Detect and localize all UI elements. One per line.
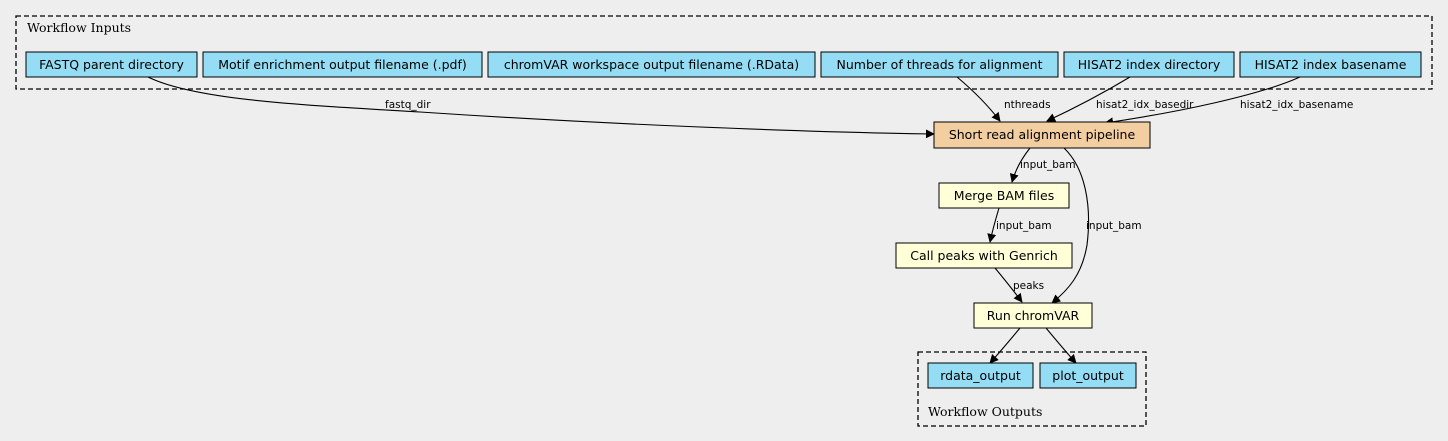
inputs-cluster-label: Workflow Inputs [27,20,131,35]
edge-chromvar-plot-output [1045,327,1077,364]
workflow-outputs-cluster: Workflow Outputs [917,351,1147,427]
input-label-hisat2-idx-basename: HISAT2 index basename [1255,57,1407,72]
output-label-plot-output: plot_output [1052,368,1124,383]
step-node-peaks[interactable]: Call peaks with Genrich [895,242,1073,269]
edge-merge-peaks: input_bam [987,207,1052,243]
edge-nthreads: nthreads [956,76,1051,122]
edge-hisat2-idx-basename: hisat2_idx_basename [1104,76,1353,127]
edge-align-merge: input_bam [1009,147,1076,183]
input-label-fastq-dir: FASTQ parent directory [39,57,184,72]
input-label-hisat2-idx-basedir: HISAT2 index directory [1078,57,1221,72]
edge-label-align-chromvar: input_bam [1086,220,1142,232]
step-node-merge[interactable]: Merge BAM files [938,182,1070,209]
input-node-plot-filename[interactable]: Motif enrichment output filename (.pdf) [202,51,483,78]
step-node-align[interactable]: Short read alignment pipeline [933,121,1151,149]
output-label-rdata-output: rdata_output [940,368,1021,383]
edge-label-align-merge: input_bam [1020,159,1076,171]
input-label-rdata-filename: chromVAR workspace output filename (.RDa… [504,57,799,72]
input-node-nthreads[interactable]: Number of threads for alignment [820,51,1059,78]
input-label-nthreads: Number of threads for alignment [837,57,1043,72]
input-node-fastq-dir[interactable]: FASTQ parent directory [25,51,198,78]
input-node-rdata-filename[interactable]: chromVAR workspace output filename (.RDa… [487,51,816,78]
output-node-rdata-output[interactable]: rdata_output [927,362,1034,389]
edge-label-fastq-dir: fastq_dir [385,99,431,111]
workflow-inputs-cluster: Workflow Inputs [15,15,1433,90]
edge-label-hisat2-idx-basename: hisat2_idx_basename [1240,99,1353,111]
step-label-align: Short read alignment pipeline [949,127,1136,142]
step-label-peaks: Call peaks with Genrich [910,248,1058,263]
inputs-cluster-border [15,15,1433,90]
edge-peaks-chromvar: peaks [994,267,1044,303]
output-node-plot-output[interactable]: plot_output [1039,362,1137,389]
edge-hisat2-idx-basedir: hisat2_idx_basedir [1046,76,1194,122]
outputs-cluster-border [917,351,1147,427]
step-label-chromvar: Run chromVAR [987,308,1080,323]
edge-label-nthreads: nthreads [1004,99,1051,111]
input-node-hisat2-idx-basename[interactable]: HISAT2 index basename [1239,51,1422,78]
edge-label-merge-peaks: input_bam [996,220,1052,232]
input-node-hisat2-idx-basedir[interactable]: HISAT2 index directory [1063,51,1235,78]
edge-chromvar-rdata-output [989,327,1021,364]
step-node-chromvar[interactable]: Run chromVAR [973,302,1093,329]
edge-fastq-dir: fastq_dir [147,76,935,139]
step-label-merge: Merge BAM files [954,188,1054,203]
edge-align-chromvar: input_bam [1051,147,1142,304]
outputs-cluster-label: Workflow Outputs [928,404,1042,419]
edge-label-peaks-chromvar: peaks [1013,280,1044,292]
input-label-plot-filename: Motif enrichment output filename (.pdf) [218,57,467,72]
edge-label-hisat2-idx-basedir: hisat2_idx_basedir [1096,99,1194,111]
